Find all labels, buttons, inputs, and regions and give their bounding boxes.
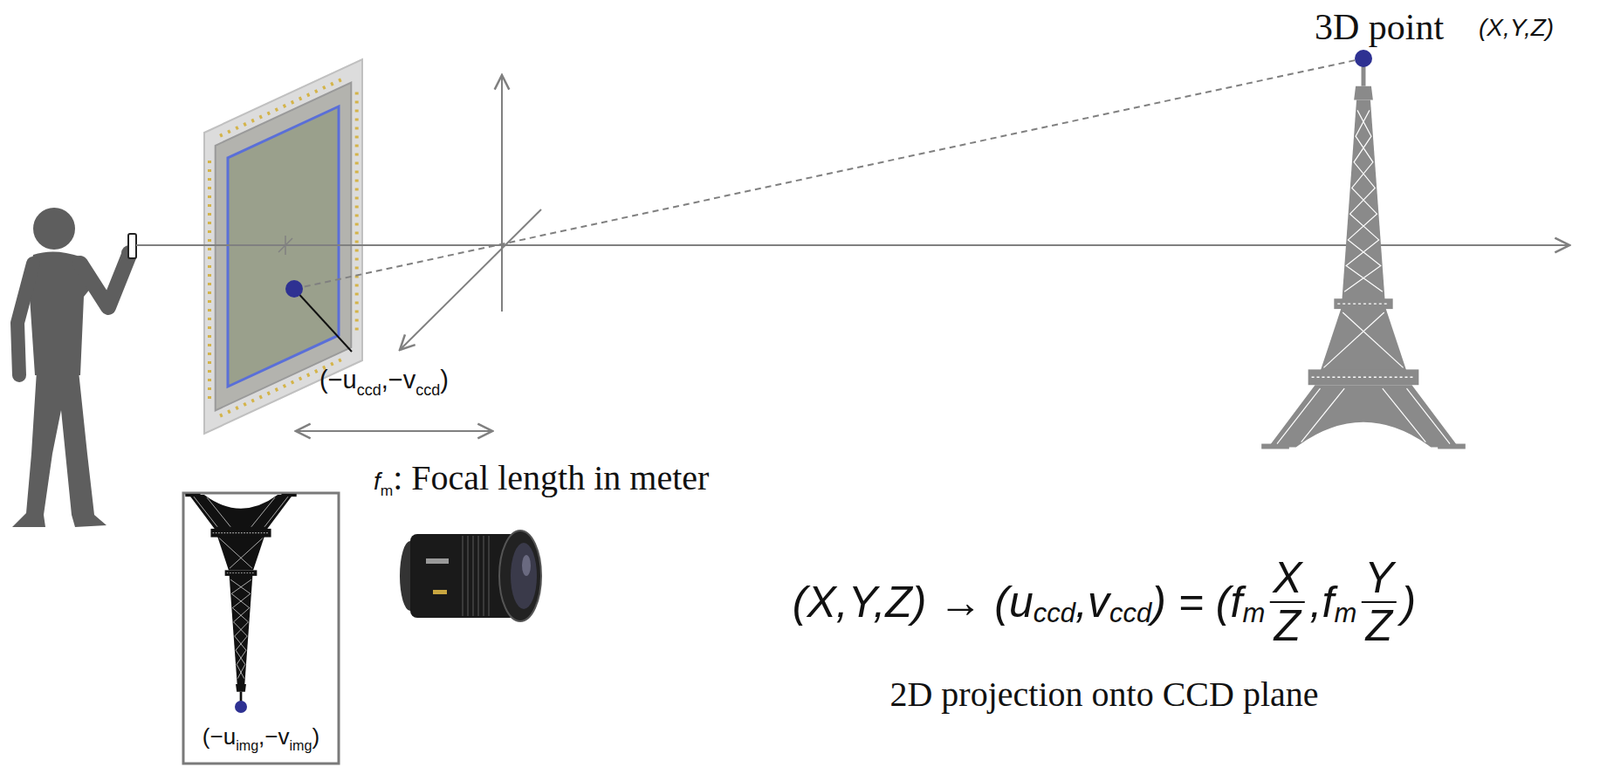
label-text: (−u [202,724,236,750]
person-silhouette [12,207,138,528]
label-text: (−u [319,366,358,395]
ccd-sensor [204,59,363,434]
fraction: XZ [1268,556,1306,649]
focal-length-arrow [295,430,493,433]
numerator: Y [1359,556,1398,602]
subscript: m [1333,598,1357,629]
label-text: f [373,468,381,496]
image-point [285,280,303,298]
subscript: m [380,482,393,500]
subscript: ccd [357,382,382,400]
label-group: 2D projection onto CCD plane [889,675,1319,715]
label-text: ,−v [381,366,417,395]
phone [128,233,137,259]
label-group: 3D point [1314,6,1444,48]
subscript: img [289,738,313,755]
label-text: (X,Y,Z) [1478,14,1554,42]
label-text: ) = ( [1151,578,1230,627]
ccd-center-cross [278,235,293,255]
projection-ray [294,58,1364,289]
3d-point [1354,49,1373,68]
subscript: ccd [415,382,440,400]
label-text: 3D point [1314,6,1444,48]
numerator: X [1268,556,1306,602]
y-axis [501,75,503,312]
subscript: img [235,738,259,755]
label-text: ,v [1075,578,1110,627]
label-text: , [1310,578,1323,627]
label-text: ) [1401,578,1417,627]
label-group: fm: Focal length in meter [373,459,709,498]
label-text: : Focal length in meter [392,459,709,498]
label-text: f [1321,578,1334,627]
label-group: (−uimg,−vimg) [202,724,320,750]
subscript: ccd [1109,598,1152,629]
label-text: ) [439,366,449,395]
denominator: Z [1270,601,1306,649]
leader-line [294,288,352,352]
label-text: (X,Y,Z) → (u [792,578,1034,627]
label-text: ,−v [258,724,289,750]
subscript: ccd [1033,598,1076,629]
eiffel-tower [1261,58,1466,449]
image-frame [183,493,339,764]
label-group: (−uccd,−vccd) [319,366,449,395]
inverted-tower [185,494,296,708]
label-text: f [1229,578,1243,627]
x-axis [399,209,542,351]
label-text: 2D projection onto CCD plane [889,675,1319,715]
label-group: (X,Y,Z) [1478,14,1554,42]
subscript: m [1242,598,1265,629]
image-point [234,700,248,714]
lens-photo [399,530,542,622]
fraction: YZ [1359,556,1398,649]
label-group: (X,Y,Z) → (uccd,vccd) = (fmXZ,fmYZ) [792,556,1416,649]
label-text: ) [312,724,321,750]
denominator: Z [1361,601,1398,649]
